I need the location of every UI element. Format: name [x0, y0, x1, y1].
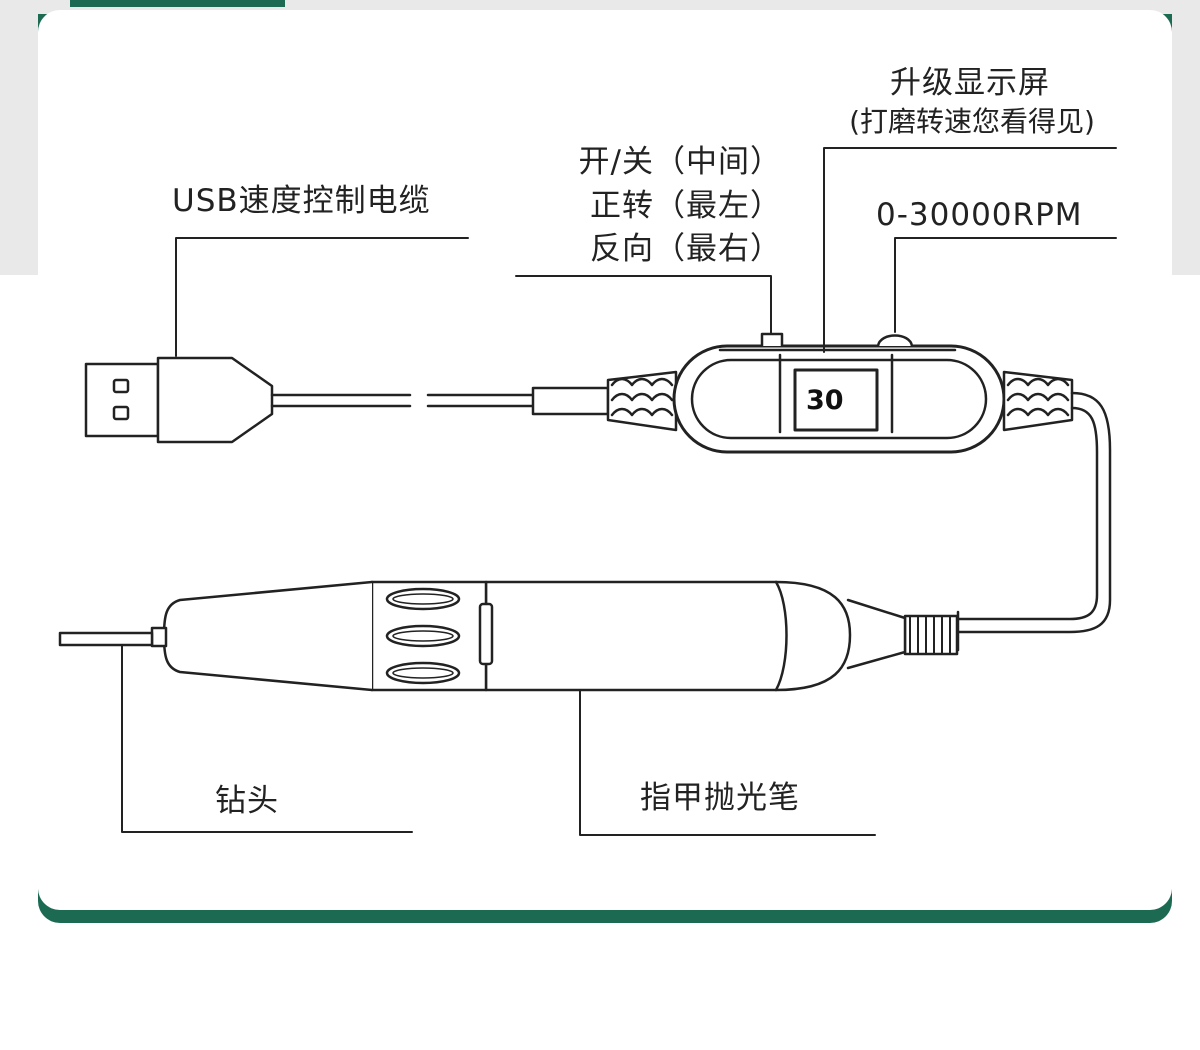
drill-bit-label: 钻头	[215, 783, 279, 819]
strain-relief-left	[606, 370, 678, 432]
strain-relief-right	[1002, 370, 1074, 432]
display-label-line1: 升级显示屏	[890, 65, 1050, 101]
diagram-card	[38, 10, 1172, 910]
polishing-pen	[58, 580, 959, 692]
switch-label-line3: 反向（最右）	[590, 231, 782, 267]
switch-label-line1: 开/关（中间）	[578, 144, 782, 180]
usb-cable-label: USB速度控制电缆	[172, 183, 431, 219]
switch-label-line2: 正转（最左）	[590, 188, 782, 224]
leader-lines	[121, 147, 1117, 836]
rpm-range-label: 0-30000RPM	[876, 197, 1083, 233]
display-label-line2: (打磨转速您看得见)	[849, 105, 1095, 138]
polishing-pen-label: 指甲抛光笔	[640, 780, 800, 816]
usb-cable	[270, 386, 610, 416]
top-accent-bar	[70, 0, 285, 7]
usb-plug	[84, 356, 274, 444]
display-readout: 30	[806, 385, 844, 416]
